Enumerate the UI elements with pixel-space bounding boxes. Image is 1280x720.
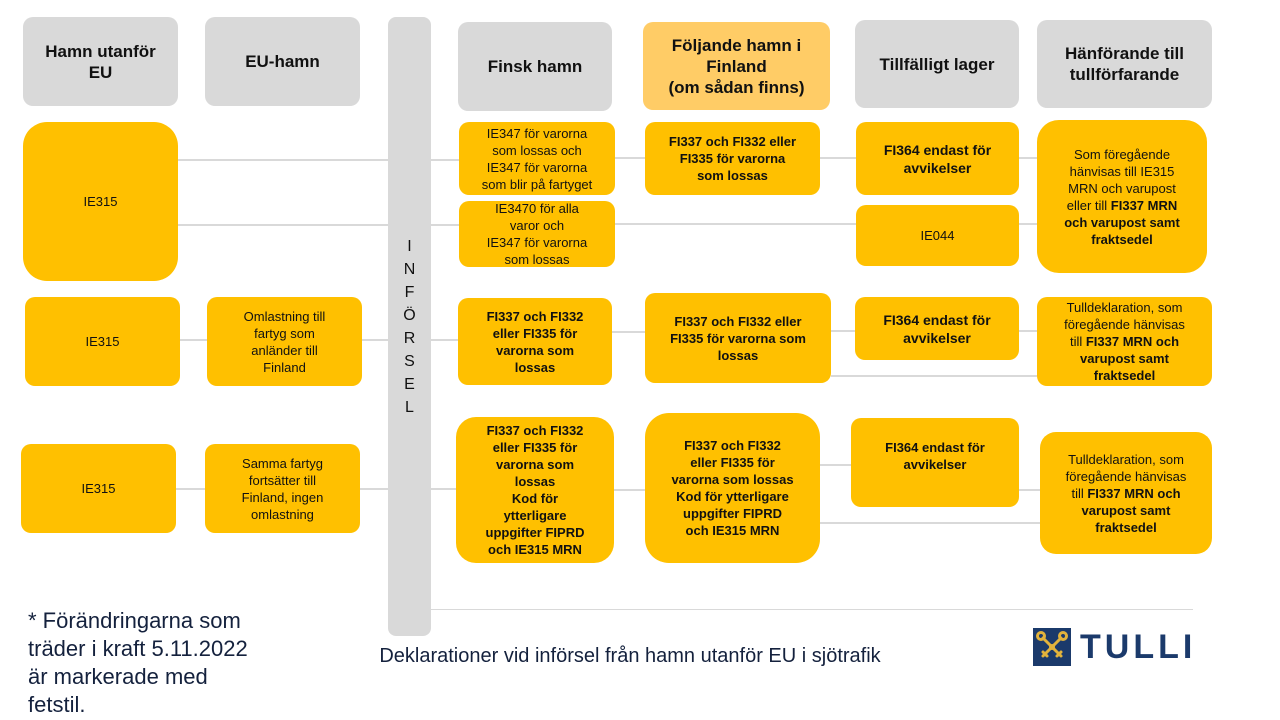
row3-hanforande-bold: FI337 MRN och varupost samt fraktsedel	[1081, 485, 1181, 535]
row1-finsk-hamn-box-1: IE347 för varorna som lossas och IE347 f…	[459, 122, 615, 195]
row3-lager-text: FI364 endast för avvikelser	[885, 439, 985, 472]
header-hanforande: Hänförande till tullförfarande	[1037, 20, 1212, 108]
connector-line	[431, 224, 459, 226]
row1-lager-text-2: IE044	[920, 228, 955, 243]
header-finsk-hamn: Finsk hamn	[458, 22, 612, 111]
connector-line	[1019, 489, 1040, 491]
header-label: Hänförande till tullförfarande	[1064, 44, 1184, 84]
connector-line	[431, 339, 458, 341]
row1-hanforande-bold: FI337 MRN och varupost samt fraktsedel	[1064, 197, 1180, 247]
row2-eu-hamn-text: Omlastning till fartyg som anländer till…	[243, 308, 326, 375]
header-label: Finsk hamn	[487, 57, 583, 76]
header-label: Tillfälligt lager	[879, 54, 995, 74]
row3-eu-hamn-box: Samma fartyg fortsätter till Finland, in…	[205, 444, 360, 533]
row3-lager-box: FI364 endast för avvikelser	[851, 418, 1019, 507]
row3-eu-hamn-text: Samma fartyg fortsätter till Finland, in…	[241, 455, 324, 522]
connector-line	[176, 488, 205, 490]
header-eu-hamn: EU-hamn	[205, 17, 360, 106]
row1-lager-text-1: FI364 endast för avvikelser	[883, 141, 992, 176]
header-label: EU-hamn	[245, 52, 320, 71]
row2-lager-text: FI364 endast för avvikelser	[883, 311, 991, 346]
row3-hanforande-box: Tulldeklaration, som föregående hänvisas…	[1040, 432, 1212, 554]
row3-origin-label: IE315	[81, 481, 116, 496]
tulli-logo-text: TULLI	[1080, 628, 1197, 666]
tulli-emblem-icon	[1033, 628, 1071, 666]
row1-foljande-hamn-box: FI337 och FI332 eller FI335 för varorna …	[645, 122, 820, 195]
connector-line	[180, 339, 207, 341]
row1-lager-box-1: FI364 endast för avvikelser	[856, 122, 1019, 195]
header-foljande-hamn: Följande hamn i Finland (om sådan finns)	[643, 22, 830, 110]
row2-foljande-hamn-text: FI337 och FI332 eller FI335 för varorna …	[670, 313, 806, 363]
row2-hanforande-plain: Tulldeklaration, som föregående hänvisas…	[1064, 300, 1185, 349]
slide-caption: Deklarationer vid införsel från hamn uta…	[379, 645, 881, 667]
row1-foljande-hamn-text: FI337 och FI332 eller FI335 för varorna …	[668, 134, 797, 183]
row3-origin-box: IE315	[21, 444, 176, 533]
row1-finsk-hamn-box-2: IE3470 för alla varor och IE347 för varo…	[459, 201, 615, 267]
row2-hanforande-bold: FI337 MRN och varupost samt fraktsedel	[1080, 334, 1180, 383]
connector-line	[1019, 157, 1037, 159]
connector-line	[831, 375, 1037, 377]
connector-line	[820, 157, 856, 159]
row1-lager-box-2: IE044	[856, 205, 1019, 266]
header-tillfalligt-lager: Tillfälligt lager	[855, 20, 1019, 108]
row2-hanforande-box: Tulldeklaration, som föregående hänvisas…	[1037, 297, 1212, 386]
connector-line	[1019, 223, 1037, 225]
divider-line	[430, 609, 1193, 610]
row1-finsk-hamn-text-1: IE347 för varorna som lossas och IE347 f…	[481, 125, 593, 192]
row3-foljande-hamn-box: FI337 och FI332 eller FI335 för varorna …	[645, 413, 820, 563]
row1-hanforande-text: Som föregående hänvisas till IE315 MRN o…	[1064, 146, 1180, 248]
connector-line	[831, 330, 855, 332]
row3-hanforande-text: Tulldeklaration, som föregående hänvisas…	[1066, 451, 1187, 536]
row1-finsk-hamn-text-2: IE3470 för alla varor och IE347 för varo…	[486, 201, 588, 267]
inforsel-bar: INFÖRSEL	[388, 17, 431, 636]
row2-origin-box: IE315	[25, 297, 180, 386]
row2-foljande-hamn-box: FI337 och FI332 eller FI335 för varorna …	[645, 293, 831, 383]
connector-line	[615, 223, 856, 225]
connector-line	[614, 489, 645, 491]
header-label: Följande hamn i Finland (om sådan finns)	[668, 35, 805, 97]
connector-line	[178, 159, 388, 161]
header-hamn-utanfor-eu: Hamn utanför EU	[23, 17, 178, 106]
connector-line	[820, 464, 851, 466]
connector-line	[1019, 330, 1037, 332]
row1-hanforande-box: Som föregående hänvisas till IE315 MRN o…	[1037, 120, 1207, 273]
row1-origin-box: IE315	[23, 122, 178, 281]
row2-origin-label: IE315	[85, 334, 120, 349]
row3-hanforande-plain: Tulldeklaration, som föregående hänvisas…	[1065, 451, 1187, 501]
row3-finsk-hamn-text: FI337 och FI332 eller FI335 för varorna …	[485, 423, 585, 557]
connector-line	[820, 522, 1040, 524]
connector-line	[360, 488, 388, 490]
row3-finsk-hamn-box: FI337 och FI332 eller FI335 för varorna …	[456, 417, 614, 563]
connector-line	[431, 159, 459, 161]
row3-foljande-hamn-text: FI337 och FI332 eller FI335 för varorna …	[671, 438, 794, 538]
row2-hanforande-text: Tulldeklaration, som föregående hänvisas…	[1064, 299, 1185, 384]
connector-line	[615, 157, 645, 159]
inforsel-label: INFÖRSEL	[403, 237, 416, 416]
row1-origin-label: IE315	[83, 194, 118, 209]
connector-line	[612, 331, 645, 333]
connector-line	[178, 224, 388, 226]
row2-lager-box: FI364 endast för avvikelser	[855, 297, 1019, 360]
connector-line	[431, 488, 456, 490]
row1-hanforande-plain: Som föregående hänvisas till IE315 MRN o…	[1066, 146, 1176, 213]
row2-eu-hamn-box: Omlastning till fartyg som anländer till…	[207, 297, 362, 386]
row2-finsk-hamn-box: FI337 och FI332 eller FI335 för varorna …	[458, 298, 612, 385]
row2-finsk-hamn-text: FI337 och FI332 eller FI335 för varorna …	[486, 308, 584, 375]
footnote: * Förändringarna som träder i kraft 5.11…	[28, 608, 248, 717]
connector-line	[362, 339, 388, 341]
header-label: Hamn utanför EU	[45, 41, 156, 82]
